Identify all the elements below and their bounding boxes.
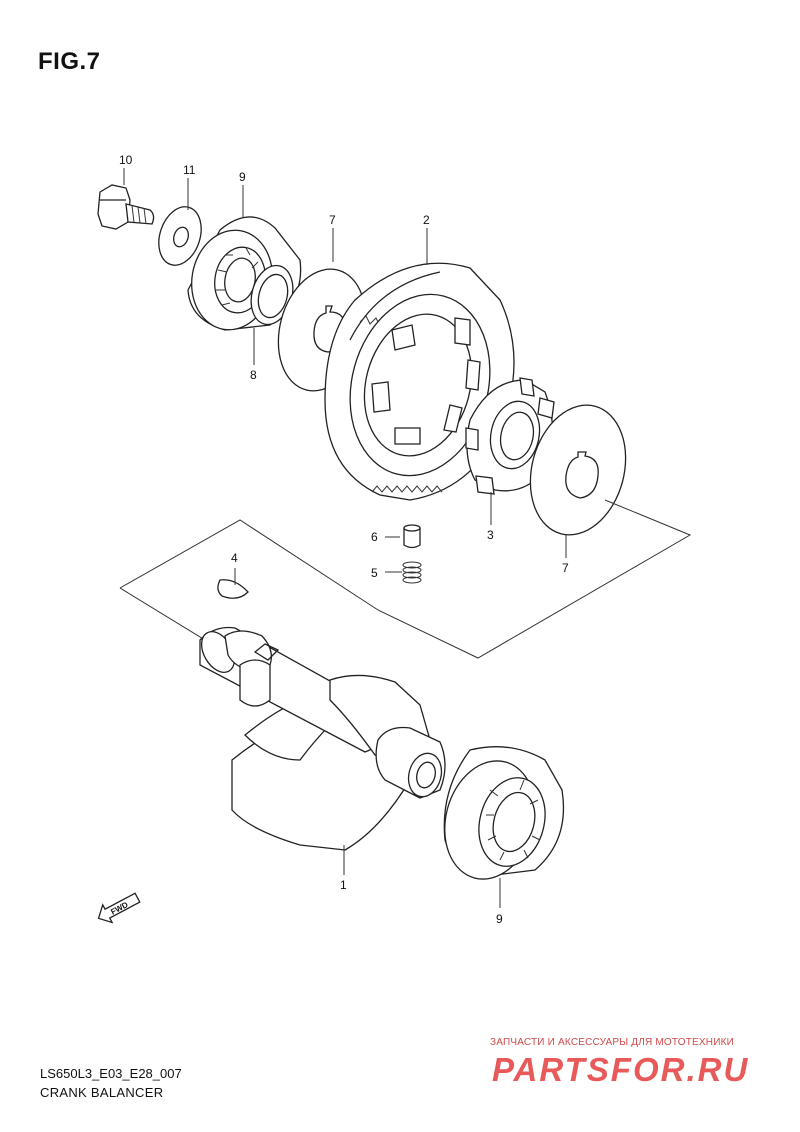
assembly-reference-outline	[119, 499, 692, 659]
part-3-damper-hub	[465, 377, 555, 495]
part-7-washer-bottom	[529, 404, 627, 536]
diagram-caption: CRANK BALANCER	[40, 1085, 164, 1100]
fwd-arrow-icon: FWD	[97, 892, 141, 924]
callout-7-bottom: 7	[562, 561, 569, 575]
callout-3: 3	[487, 528, 494, 542]
callout-4: 4	[231, 551, 238, 565]
callout-8: 8	[250, 368, 257, 382]
callout-10: 10	[119, 153, 133, 167]
figure-title: FIG.7	[38, 48, 101, 75]
callout-11: 11	[183, 163, 196, 177]
part-10-bolt	[97, 184, 155, 230]
watermark-tagline: ЗАПЧАСТИ И АКСЕССУАРЫ ДЛЯ МОТОТЕХНИКИ	[490, 1037, 735, 1048]
callout-9-bottom: 9	[496, 912, 503, 926]
part-11-washer	[158, 206, 202, 266]
callout-6: 6	[371, 530, 378, 544]
callout-9-top: 9	[239, 170, 246, 184]
watermark-brand-logo: PARTSFOR.RU	[492, 1051, 750, 1088]
callout-5: 5	[371, 566, 378, 580]
callout-1: 1	[340, 878, 347, 892]
leader-lines	[123, 168, 567, 908]
diagram-code: LS650L3_E03_E28_007	[40, 1066, 182, 1081]
part-6-pin	[403, 524, 421, 549]
part-4-woodruff-key	[217, 579, 249, 599]
callout-7-top: 7	[329, 213, 336, 227]
part-8-circlip	[250, 264, 294, 326]
part-5-spring	[402, 561, 422, 584]
callout-2: 2	[423, 213, 430, 227]
part-1-balancer-shaft	[199, 626, 446, 851]
part-9-bearing-bottom	[443, 746, 565, 880]
